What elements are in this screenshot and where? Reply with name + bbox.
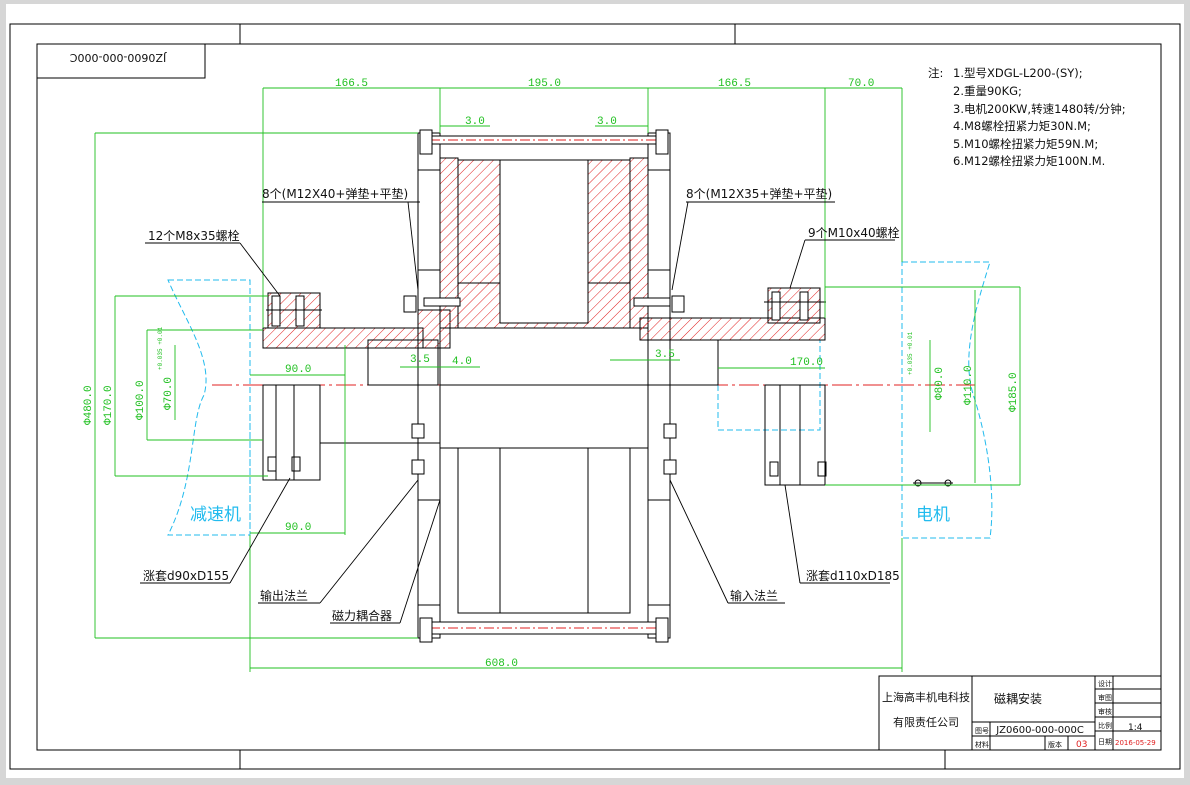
notes-prefix: 注: <box>928 66 943 80</box>
tb-date: 2016-05-29 <box>1115 739 1156 747</box>
callouts: 8个(M12X40+弹垫+平垫) 8个(M12X35+弹垫+平垫) 12个M8x… <box>143 186 950 623</box>
coupler-body <box>403 129 685 643</box>
callout-input-flange: 输入法兰 <box>730 588 778 603</box>
tb-label-design: 设计 <box>1098 679 1112 688</box>
callout-bolts-m10: 9个M10x40螺栓 <box>808 225 900 240</box>
reducer-phantom <box>167 279 251 536</box>
dim-right-170: 170.0 <box>790 357 823 369</box>
right-bolts-m10 <box>764 291 827 477</box>
dim-d80: Ф80.0 <box>934 367 946 400</box>
dim-d70: Ф70.0 <box>163 377 175 410</box>
note-4: 4.M8螺栓扭紧力矩30N.M; <box>953 119 1091 133</box>
tb-scale: 1:4 <box>1128 723 1143 733</box>
dim-top-far: 70.0 <box>848 78 874 90</box>
drawing-code-mirrored: JZ0600-000-000C <box>69 51 167 64</box>
tb-label-version: 版本 <box>1048 740 1062 749</box>
dim-d480: Ф480.0 <box>83 385 95 425</box>
dim-gap-35-left: 3.5 <box>410 354 430 366</box>
dim-d110: Ф110.0 <box>963 365 975 405</box>
callout-bolts-right-top: 8个(M12X35+弹垫+平垫) <box>686 186 832 201</box>
note-1: 1.型号XDGL-L200-(SY); <box>953 66 1083 80</box>
tb-company-line1: 上海高丰机电科技 <box>882 690 970 704</box>
dim-gap-40: 4.0 <box>452 356 472 368</box>
tb-label-drawingno: 图号 <box>975 727 989 735</box>
dim-top-mid: 195.0 <box>528 78 561 90</box>
left-shaft <box>262 339 440 481</box>
left-bolts-m8 <box>266 295 322 472</box>
note-2: 2.重量90KG; <box>953 84 1022 98</box>
notes: 注: 1.型号XDGL-L200-(SY); 2.重量90KG; 3.电机200… <box>928 66 1126 168</box>
dim-gap-left: 3.0 <box>465 116 485 128</box>
dim-d185: Ф185.0 <box>1008 372 1020 412</box>
dim-left-90-top: 90.0 <box>285 364 311 376</box>
dim-gap-35-right: 3.5 <box>655 349 675 361</box>
note-5: 5.M10螺栓扭紧力矩59N.M; <box>953 137 1098 151</box>
leader-lines <box>140 201 895 624</box>
callout-sleeve-left: 涨套d90xD155 <box>143 568 229 583</box>
title-block: 上海高丰机电科技 有限责任公司 磁耦安装 JZ0600-000-000C 1:4… <box>878 675 1162 751</box>
note-3: 3.电机200KW,转速1480转/分钟; <box>953 102 1126 116</box>
tb-label-date: 日期 <box>1098 738 1112 746</box>
right-shaft <box>647 339 826 486</box>
tb-drawing-no: JZ0600-000-000C <box>995 725 1084 736</box>
callout-bolts-left-top: 8个(M12X40+弹垫+平垫) <box>262 186 408 201</box>
callout-sleeve-right: 涨套d110xD185 <box>806 568 900 583</box>
tb-version: 03 <box>1076 740 1087 750</box>
dim-tol70: +0.035 +0.01 <box>157 326 164 370</box>
callout-output-flange: 输出法兰 <box>260 588 308 603</box>
dim-gap-right: 3.0 <box>597 116 617 128</box>
tb-title: 磁耦安装 <box>994 691 1042 706</box>
dimension-lines <box>94 87 1021 672</box>
dim-d100: Ф100.0 <box>135 380 147 420</box>
tb-label-material: 材料 <box>975 740 989 749</box>
dim-tol80: +0.035 +0.01 <box>907 331 914 375</box>
tb-label-review: 审图 <box>1098 693 1112 702</box>
tb-label-scale: 比例 <box>1098 721 1112 730</box>
code-box: JZ0600-000-000C <box>36 43 206 79</box>
dim-top-right: 166.5 <box>718 78 751 90</box>
label-motor: 电机 <box>916 505 950 525</box>
callout-bolts-m8: 12个M8x35螺栓 <box>148 228 240 243</box>
tb-company-line2: 有限责任公司 <box>893 715 959 729</box>
motor-marks <box>913 479 953 487</box>
dim-left-90-bot: 90.0 <box>285 522 311 534</box>
callout-coupler: 磁力耦合器 <box>332 608 392 623</box>
dimension-texts: 166.5 195.0 166.5 70.0 3.0 3.0 Ф480.0 Ф1… <box>83 78 1020 670</box>
frame <box>9 23 1181 770</box>
dim-top-left: 166.5 <box>335 78 368 90</box>
dim-total: 608.0 <box>485 658 518 670</box>
tb-label-check: 审核 <box>1098 707 1112 716</box>
label-reducer: 减速机 <box>190 505 241 525</box>
note-6: 6.M12螺栓扭紧力矩100N.M. <box>953 154 1105 168</box>
dim-d170: Ф170.0 <box>103 385 115 425</box>
